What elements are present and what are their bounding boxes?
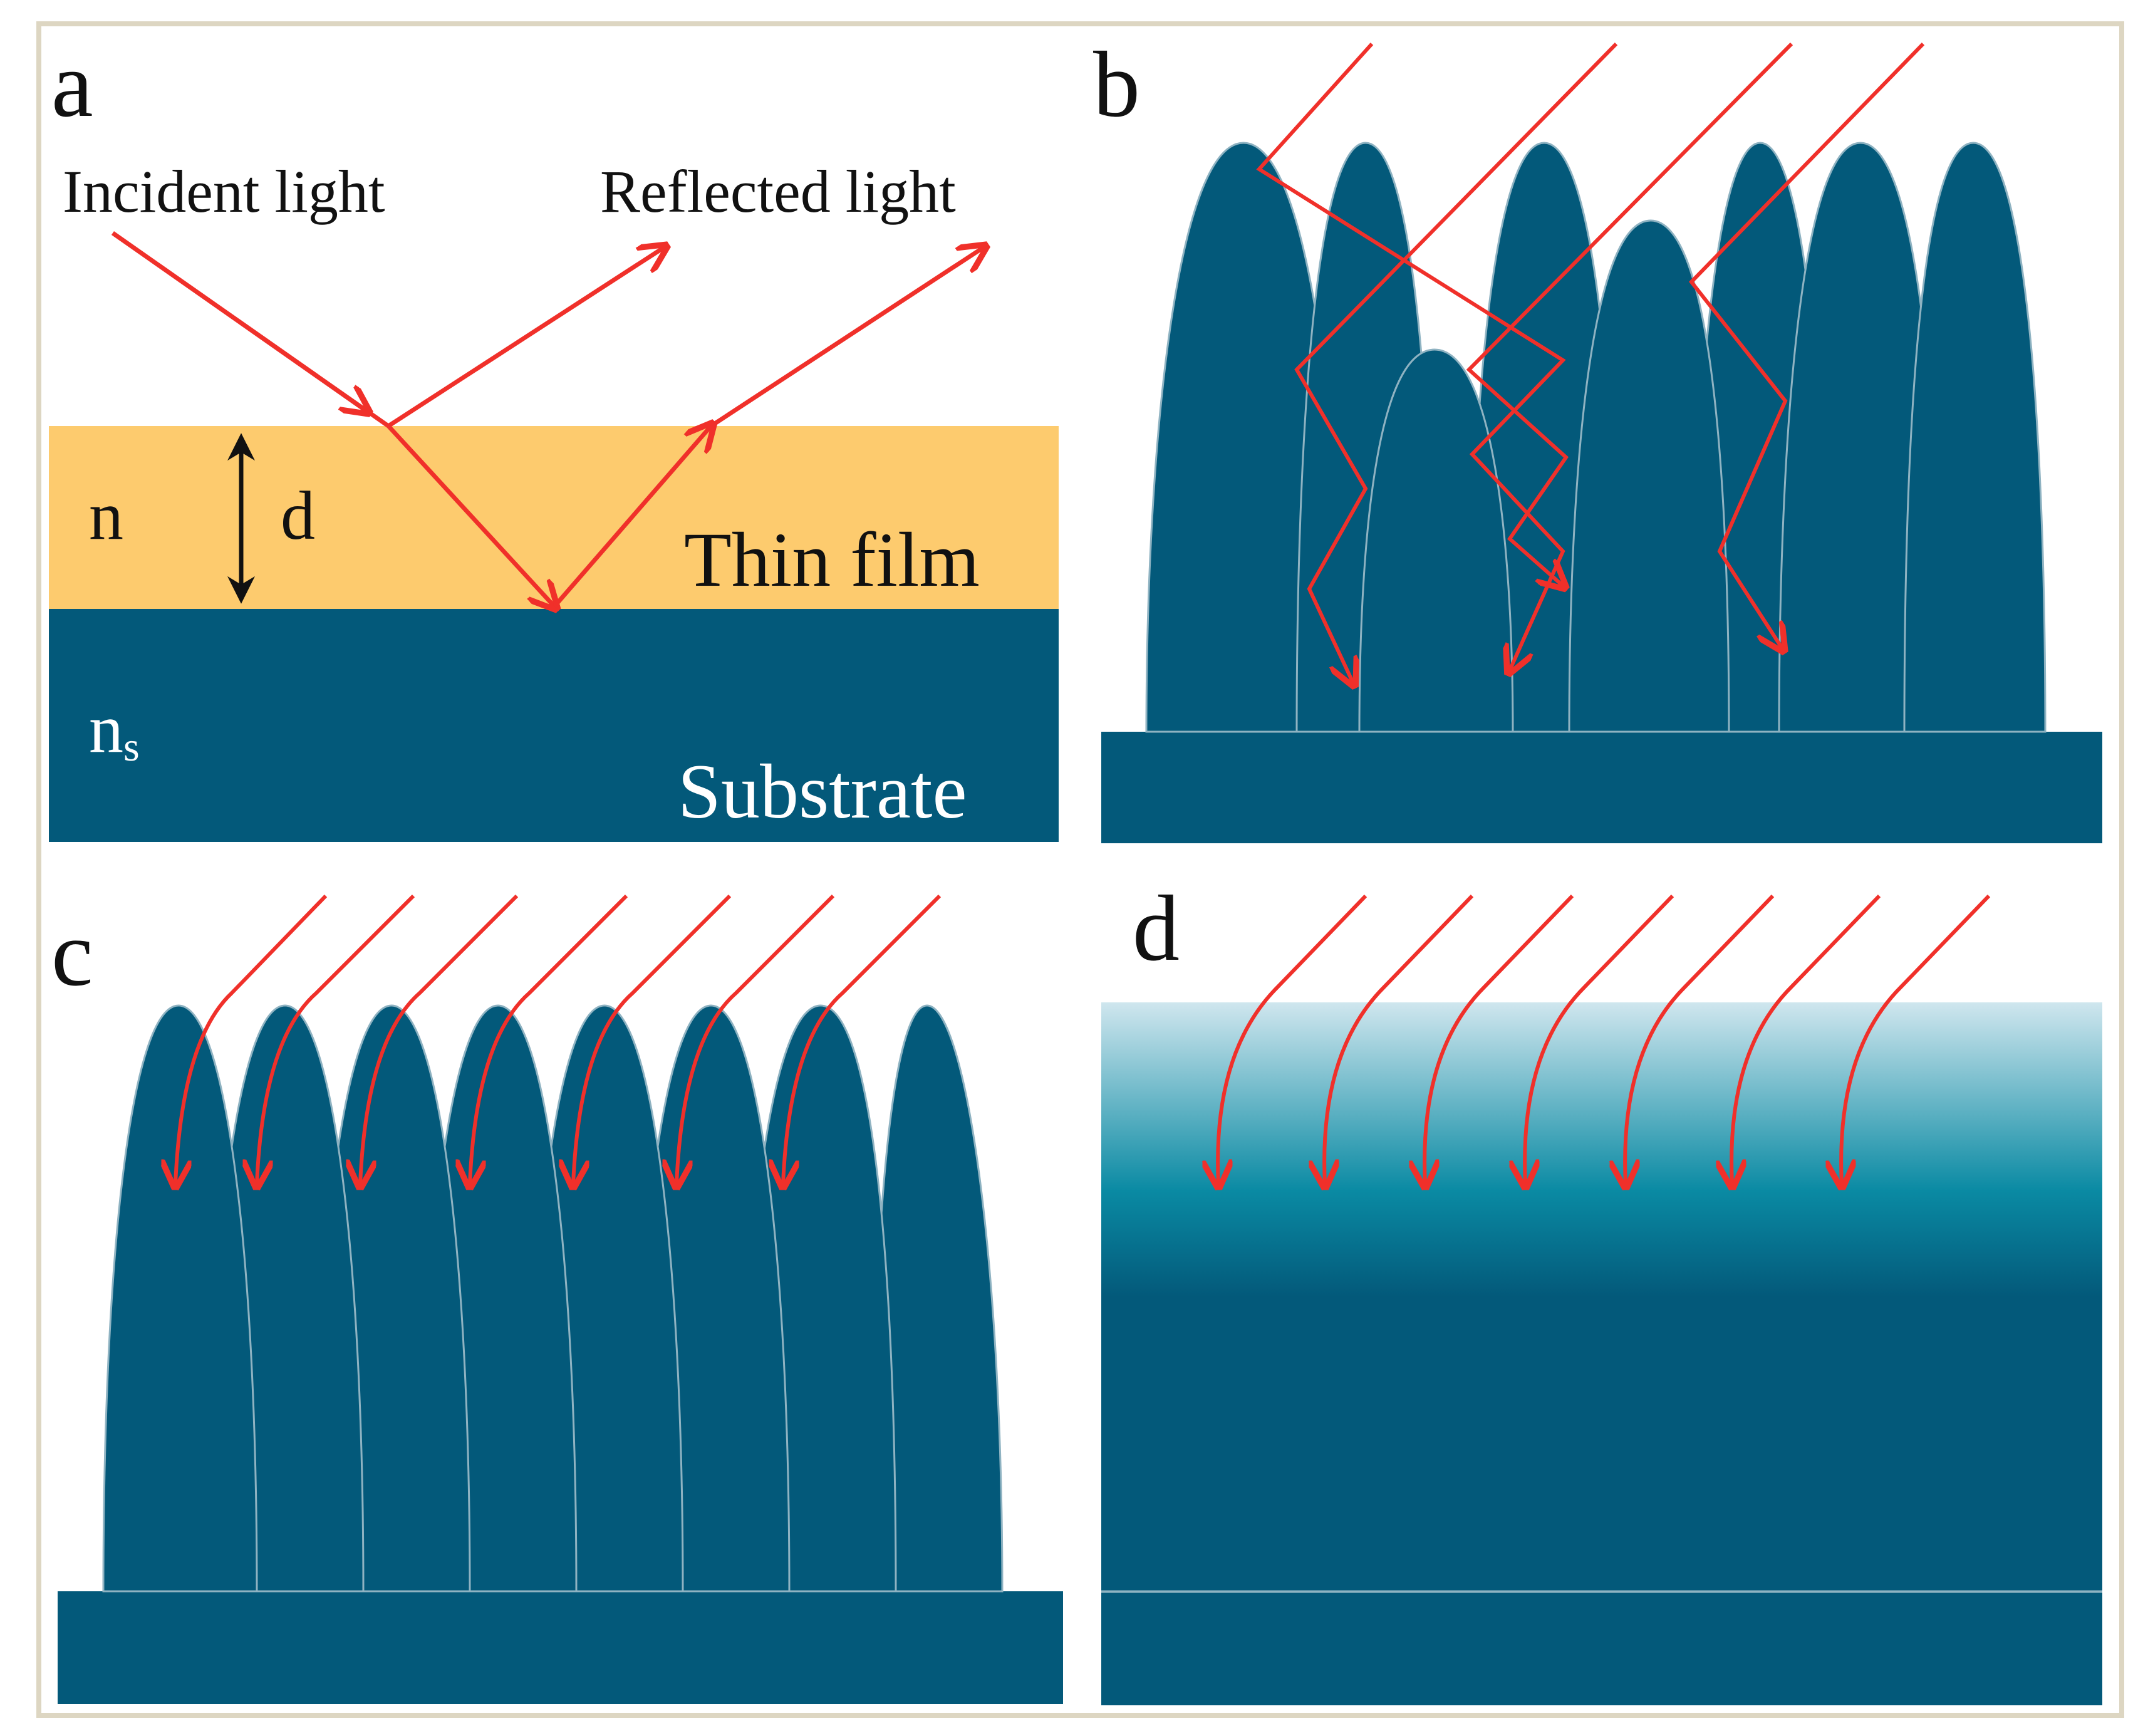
cone-b-5 — [1568, 219, 1730, 733]
ray-d-2 — [1324, 894, 1474, 1184]
ray-c-2 — [257, 894, 415, 1184]
ray-d-5 — [1625, 894, 1775, 1184]
cone-c-1 — [102, 1004, 258, 1593]
substrate-layer — [49, 609, 1059, 842]
reflected-light-label: Reflected light — [600, 158, 956, 225]
ray-b-4 — [1689, 42, 1925, 648]
figure-frame — [36, 21, 2124, 1718]
rays-d — [1218, 894, 1991, 1184]
ray-c-6 — [677, 894, 835, 1184]
substrate-index-label: ns — [89, 690, 140, 770]
ray-c-1 — [175, 894, 328, 1184]
panel-d: d — [1101, 876, 2102, 1705]
panel-label-c: c — [51, 902, 93, 1006]
ray-c-7 — [783, 894, 942, 1184]
cone-b-3 — [1358, 348, 1514, 733]
ray-b-2 — [1294, 42, 1618, 683]
substrate-base-c — [58, 1591, 1063, 1704]
panel-b: b — [1093, 33, 2102, 843]
ray-c-4 — [470, 894, 628, 1184]
reflected-ray-1 — [387, 247, 664, 428]
cone-b-8 — [1903, 142, 2047, 733]
ray-d-1 — [1218, 894, 1367, 1184]
nanostructures-c — [102, 1004, 1004, 1593]
panel-a: a Incident light Reflected light n d Thi… — [49, 33, 1059, 842]
substrate-label: Substrate — [678, 749, 967, 834]
thickness-label: d — [281, 477, 315, 554]
internal-reflected-ray — [553, 426, 711, 608]
panel-label-a: a — [51, 33, 93, 137]
incident-light-label: Incident light — [63, 158, 385, 225]
panel-label-b: b — [1093, 33, 1140, 137]
rays-b — [1256, 42, 1925, 683]
ray-d-3 — [1424, 894, 1574, 1184]
ray-d-4 — [1525, 894, 1674, 1184]
ray-d-6 — [1731, 894, 1881, 1184]
reflected-ray-2 — [710, 247, 983, 428]
thin-film-label: Thin film — [684, 517, 980, 603]
panel-c: c — [51, 894, 1063, 1704]
nanostructures-b — [1145, 142, 2047, 733]
panel-label-d: d — [1133, 876, 1180, 980]
ray-b-3 — [1466, 42, 1793, 586]
graded-index-layer — [1101, 1002, 2102, 1591]
film-index-label: n — [89, 477, 123, 554]
thin-film-layer — [49, 426, 1059, 609]
ray-c-5 — [573, 894, 732, 1184]
incident-ray-arrowpart — [111, 231, 366, 411]
rays-c — [175, 894, 942, 1184]
ray-c-3 — [360, 894, 519, 1184]
ray-d-7 — [1841, 894, 1991, 1184]
refracted-ray — [387, 424, 554, 606]
substrate-base-d — [1101, 1593, 2102, 1705]
substrate-base-b — [1101, 732, 2102, 843]
